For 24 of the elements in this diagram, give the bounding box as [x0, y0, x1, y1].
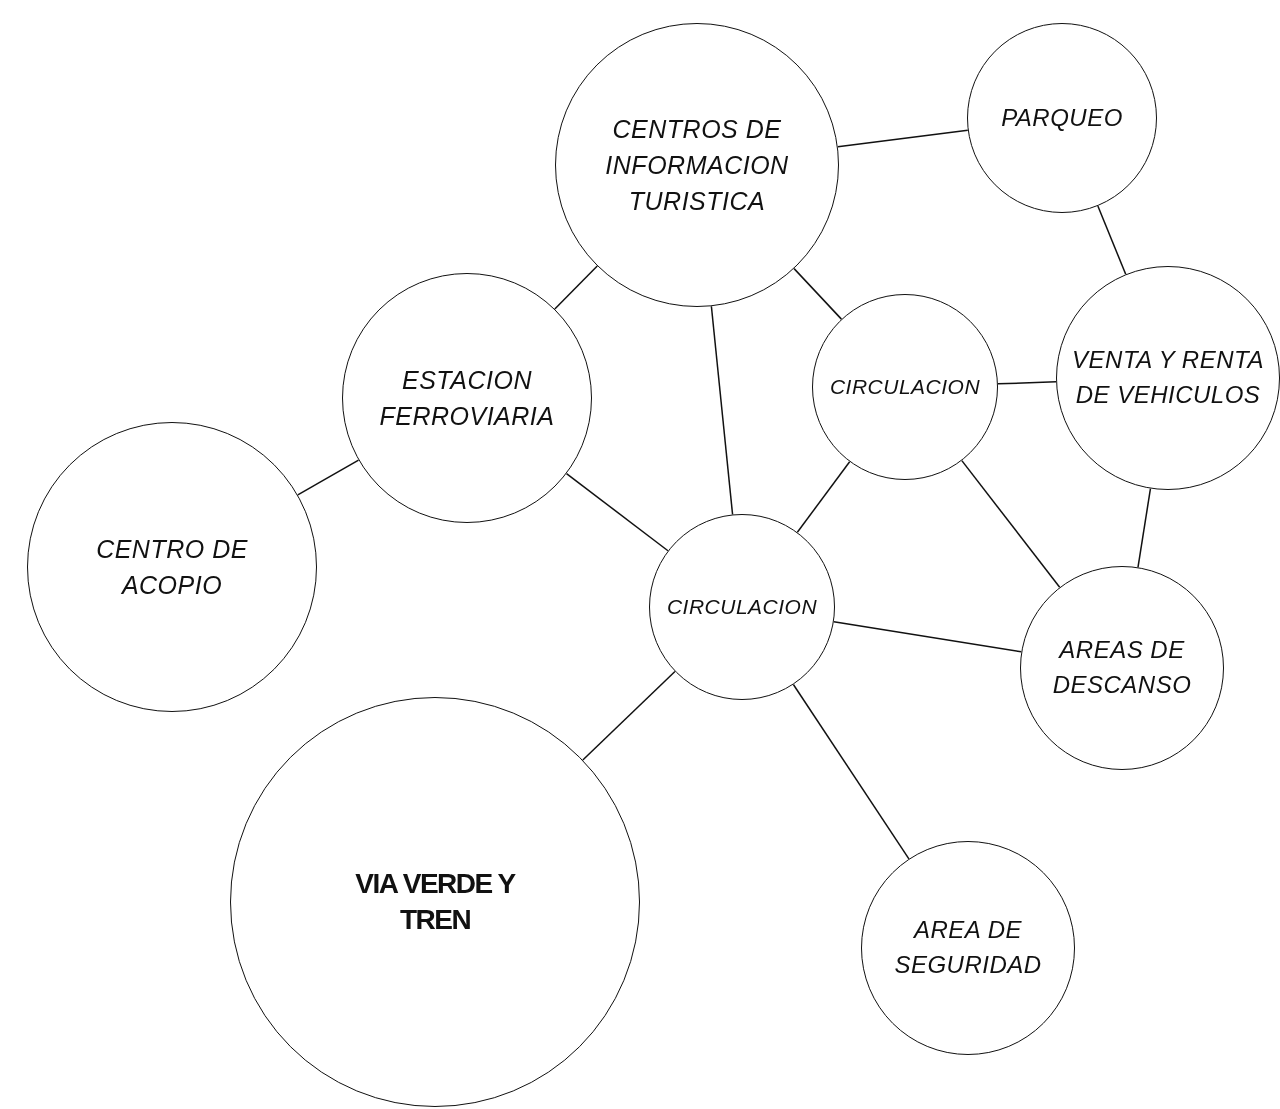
connector-line: [997, 381, 1057, 385]
connector-line: [796, 461, 851, 534]
node-label: PARQUEO: [1000, 102, 1124, 133]
node-label: CENTROS DE INFORMACION TURISTICA: [604, 113, 790, 218]
node-label: VIA VERDE Y TREN: [354, 866, 517, 937]
node-label: AREAS DE DESCANSO: [1051, 635, 1193, 700]
connector-line: [554, 265, 598, 310]
node-label: CENTRO DE ACOPIO: [95, 533, 249, 601]
connector-line: [837, 129, 969, 148]
connector-line: [961, 459, 1061, 588]
connector-line: [1137, 487, 1152, 568]
node-label: ESTACION FERROVIARIA: [378, 364, 556, 432]
node-label: VENTA Y RENTA DE VEHICULOS: [1071, 345, 1265, 410]
node-label: AREA DE SEGURIDAD: [893, 915, 1043, 980]
connector-line: [565, 472, 669, 552]
connector-line: [792, 683, 910, 860]
connector-line: [793, 267, 843, 320]
node-label: CIRCULACION: [665, 593, 819, 620]
connector-line: [833, 621, 1023, 653]
connector-line: [297, 459, 360, 496]
connector-line: [1097, 205, 1127, 276]
connector-line: [582, 670, 676, 761]
node-label: CIRCULACION: [828, 373, 982, 400]
connector-line: [710, 305, 734, 516]
